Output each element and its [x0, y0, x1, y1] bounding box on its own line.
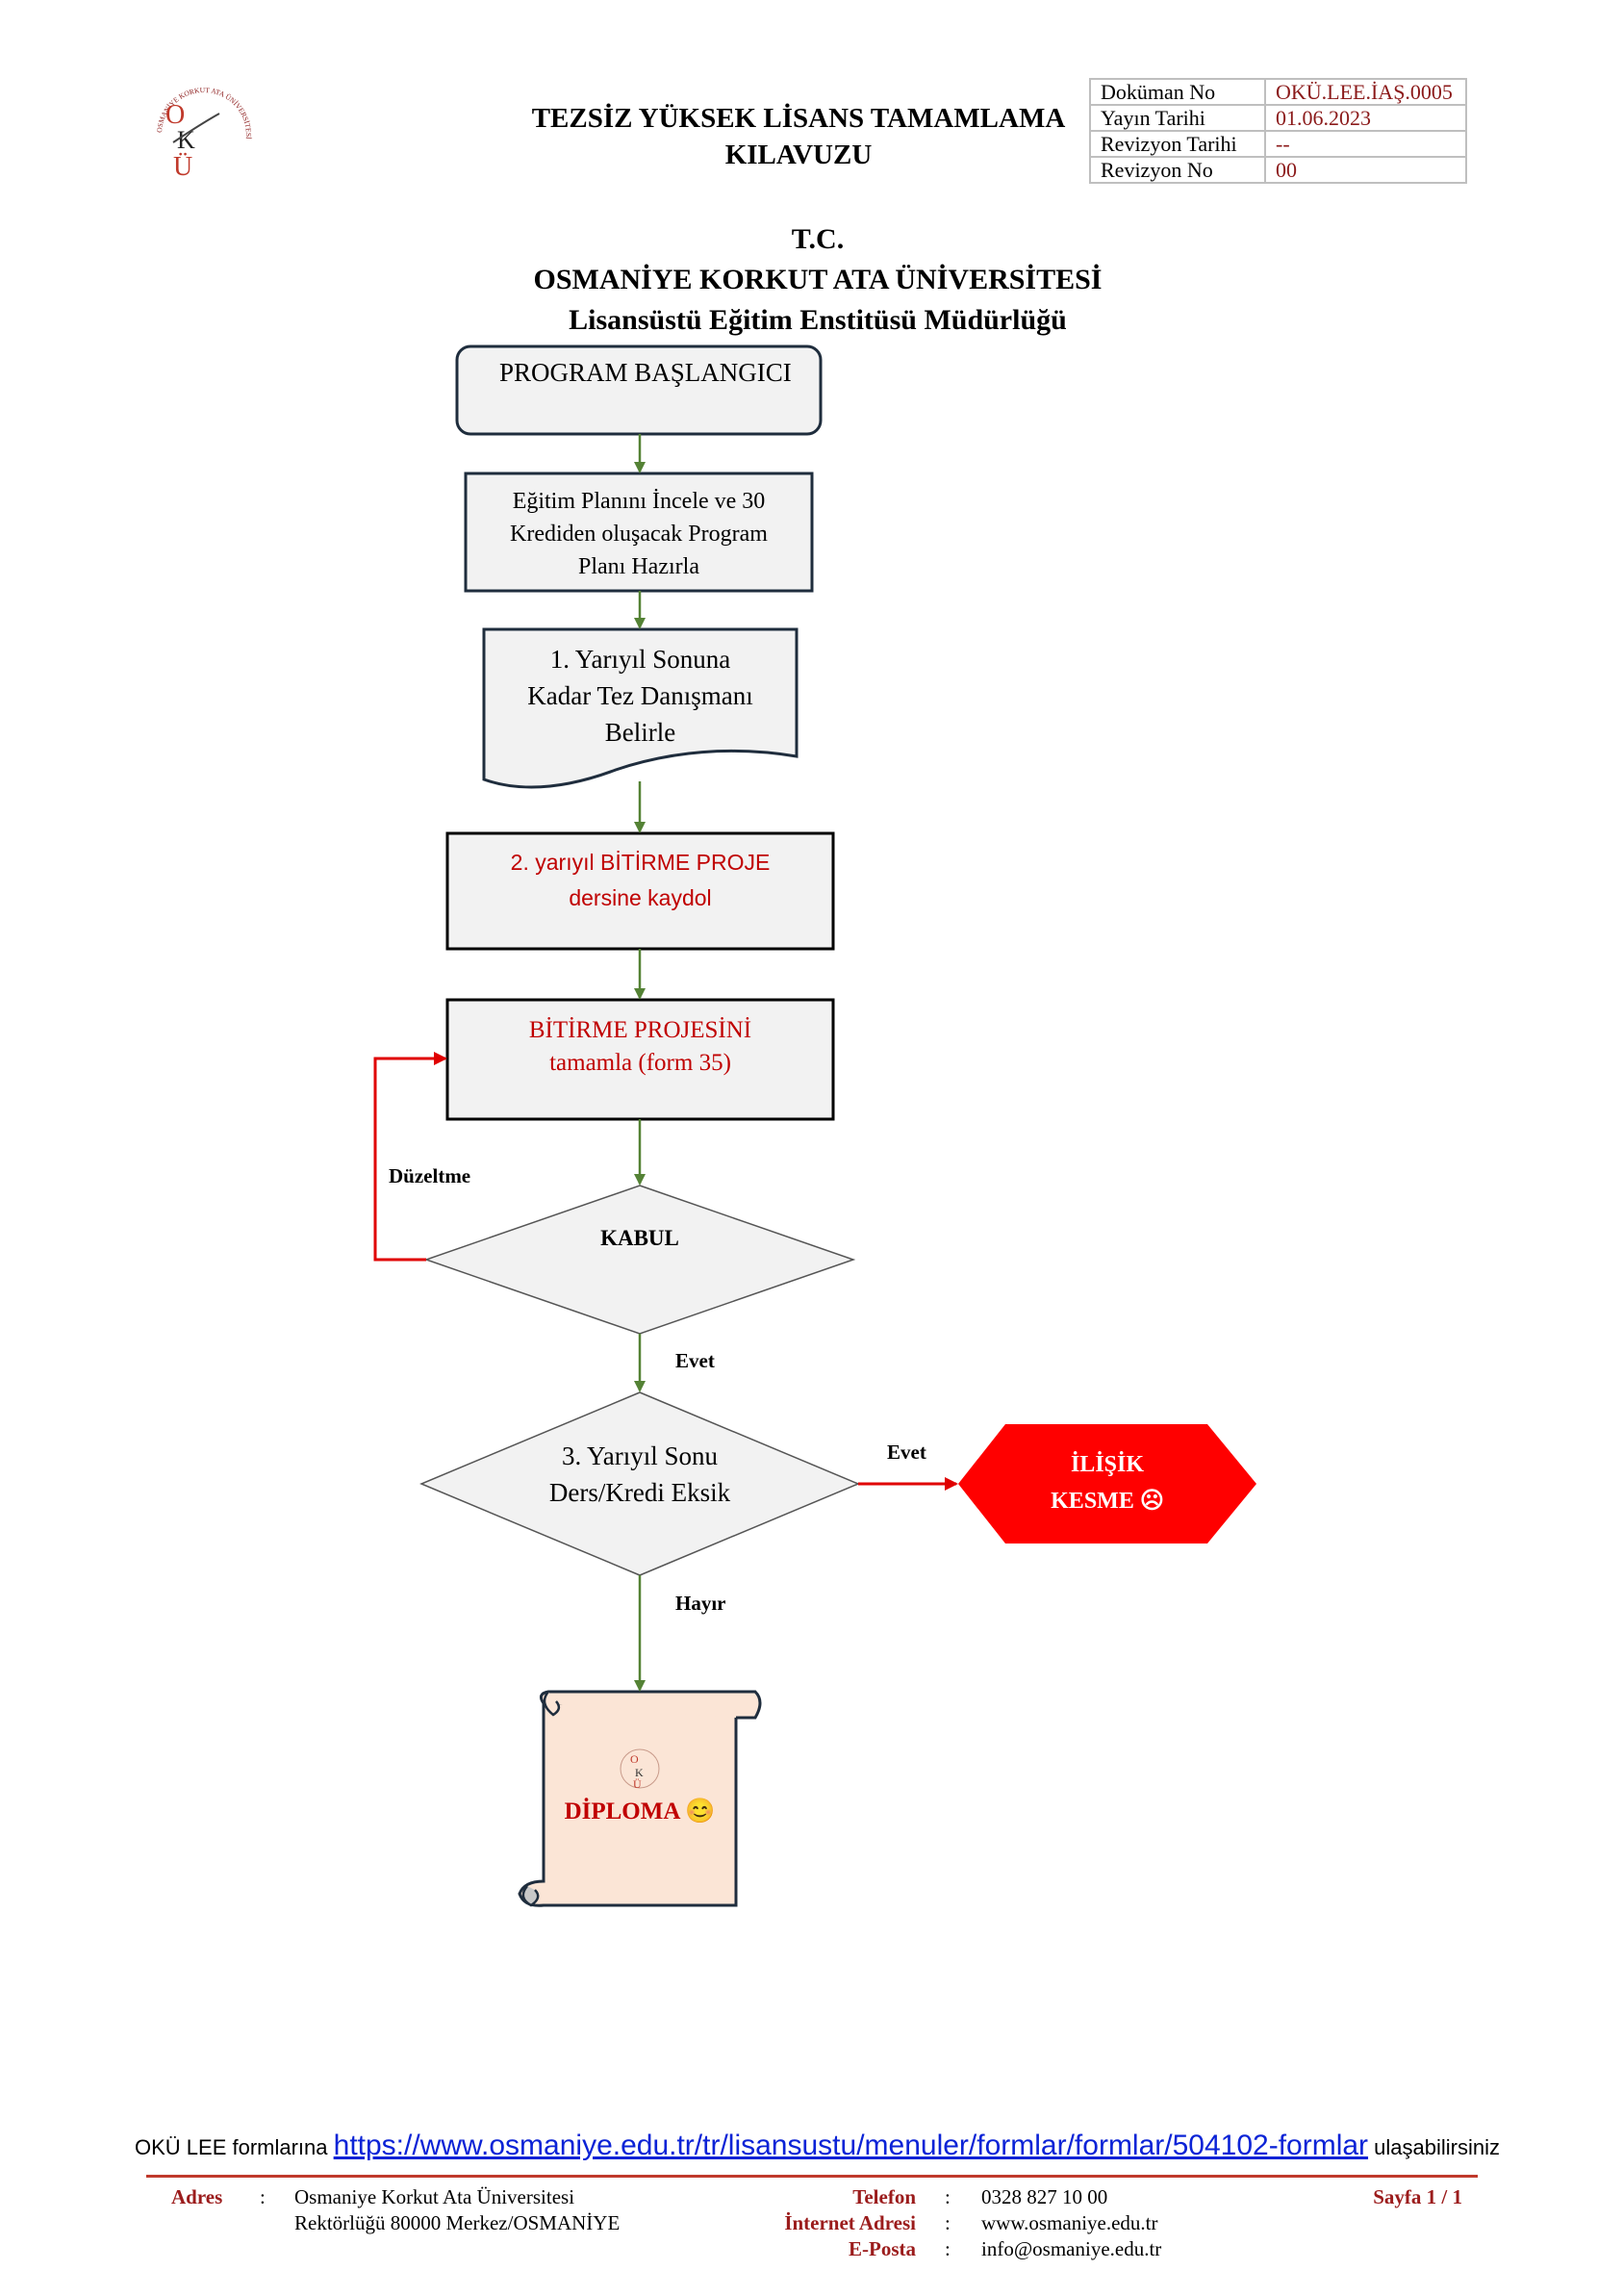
doc-no-label: Doküman No	[1089, 78, 1266, 106]
step-enroll-project-line1: 2. yarıyıl BİTİRME PROJE	[510, 850, 771, 875]
step-advisor-line2: Kadar Tez Danışmanı	[527, 681, 753, 710]
forms-link[interactable]: https://www.osmaniye.edu.tr/tr/lisansust…	[333, 2130, 1369, 2161]
svg-text:K: K	[635, 1766, 644, 1779]
step-advisor-label: 1. Yarıyıl Sonuna Kadar Tez Danışmanı Be…	[484, 641, 797, 751]
publish-date-label: Yayın Tarihi	[1089, 104, 1266, 132]
institution-line3: Lisansüstü Eğitim Enstitüsü Müdürlüğü	[569, 304, 1067, 336]
svg-text:K: K	[177, 126, 195, 154]
page-number: Sayfa 1 / 1	[1373, 2185, 1462, 2208]
step-program-plan	[464, 472, 814, 593]
publish-date-value: 01.06.2023	[1264, 104, 1467, 132]
step-advisor-line1: 1. Yarıyıl Sonuna	[549, 645, 731, 674]
step-program-plan-line1: Eğitim Planını İncele ve 30	[512, 489, 766, 514]
address-line1: Osmaniye Korkut Ata Üniversitesi	[294, 2185, 575, 2208]
stop-line2: KESME ☹	[1051, 1489, 1164, 1514]
web-label: İnternet Adresi	[784, 2211, 916, 2234]
credit-yes-label: Evet	[887, 1441, 926, 1464]
step-enroll-project-label: 2. yarıyıl BİTİRME PROJE dersine kaydol	[447, 845, 833, 916]
stop-line1: İLİŞİK	[1070, 1452, 1145, 1477]
arrow-correction-loop	[373, 1052, 447, 1262]
forms-link-prefix: OKÜ LEE formlarına	[135, 2135, 328, 2159]
document-title: TEZSİZ YÜKSEK LİSANS TAMAMLAMA KILAVUZU	[500, 100, 1097, 173]
university-logo: OSMANİYE KORKUT ATA ÜNİVERSİTESİ O K Ü	[155, 86, 253, 182]
web-colon: :	[945, 2211, 951, 2234]
stop-octagon	[958, 1424, 1256, 1543]
email-colon: :	[945, 2237, 951, 2260]
svg-text:Ü: Ü	[633, 1777, 642, 1791]
forms-link-suffix: ulaşabilirsiniz	[1374, 2135, 1501, 2159]
decision-credit-line2: Ders/Kredi Eksik	[548, 1478, 731, 1507]
email-label: E-Posta	[849, 2237, 916, 2260]
address-colon: :	[260, 2185, 266, 2208]
phone-label: Telefon	[852, 2185, 916, 2208]
decision-credit-label: 3. Yarıyıl Sonu Ders/Kredi Eksik	[495, 1438, 784, 1511]
step-enroll-project	[445, 831, 835, 951]
step-program-plan-line3: Planı Hazırla	[578, 554, 699, 579]
step-enroll-project-line2: dersine kaydol	[569, 885, 712, 910]
svg-text:O: O	[165, 100, 185, 130]
institution-line1: T.C.	[791, 223, 845, 255]
correction-label: Düzeltme	[389, 1164, 471, 1187]
revision-date-value: --	[1264, 130, 1467, 158]
institution-line2: OSMANİYE KORKUT ATA ÜNİVERSİTESİ	[533, 264, 1103, 295]
step-program-plan-line2: Krediden oluşacak Program	[510, 522, 768, 547]
stop-label: İLİŞİK KESME ☹	[958, 1446, 1256, 1519]
address-label: Adres	[171, 2185, 223, 2208]
credit-no-label: Hayır	[675, 1592, 726, 1615]
email-value: info@osmaniye.edu.tr	[981, 2237, 1162, 2260]
web-value: www.osmaniye.edu.tr	[981, 2211, 1158, 2234]
decision-accept	[423, 1185, 856, 1335]
step-advisor-line3: Belirle	[604, 718, 676, 747]
revision-no-value: 00	[1264, 156, 1467, 184]
table-row: Revizyon Tarihi--	[1089, 130, 1467, 158]
step-advisor-document	[482, 627, 799, 789]
decision-accept-label: KABUL	[600, 1226, 679, 1250]
document-title-line1: TEZSİZ YÜKSEK LİSANS TAMAMLAMA	[531, 103, 1066, 134]
address-line2: Rektörlüğü 80000 Merkez/OSMANİYE	[294, 2211, 621, 2234]
institution-header: T.C. OSMANİYE KORKUT ATA ÜNİVERSİTESİ Li…	[433, 219, 1203, 341]
diploma-logo-icon: O K Ü	[620, 1748, 660, 1791]
accept-yes-label: Evet	[675, 1349, 715, 1372]
start-terminal-label: PROGRAM BAŞLANGICI	[499, 358, 792, 387]
forms-link-line: OKÜ LEE formlarına https://www.osmaniye.…	[135, 2130, 1500, 2162]
phone-colon: :	[945, 2185, 951, 2208]
step-complete-project-line1: BİTİRME PROJESİNİ	[528, 1017, 752, 1043]
step-complete-project-line2: tamamla (form 35)	[549, 1050, 731, 1076]
revision-date-label: Revizyon Tarihi	[1089, 130, 1266, 158]
doc-no-value: OKÜ.LEE.İAŞ.0005	[1264, 78, 1467, 106]
step-complete-project-label: BİTİRME PROJESİNİ tamamla (form 35)	[447, 1014, 833, 1080]
decision-credit-line1: 3. Yarıyıl Sonu	[561, 1441, 719, 1470]
step-program-plan-label: Eğitim Planını İncele ve 30 Krediden olu…	[466, 485, 812, 583]
footer-divider	[146, 2175, 1478, 2178]
svg-text:Ü: Ü	[173, 152, 192, 182]
diploma-label: DİPLOMA 😊	[564, 1799, 716, 1824]
step-complete-project	[445, 998, 835, 1121]
revision-no-label: Revizyon No	[1089, 156, 1266, 184]
phone-value: 0328 827 10 00	[981, 2185, 1108, 2208]
document-title-line2: KILAVUZU	[724, 140, 873, 170]
svg-text:O: O	[630, 1752, 639, 1766]
diploma-scroll: O K Ü	[518, 1690, 762, 1907]
